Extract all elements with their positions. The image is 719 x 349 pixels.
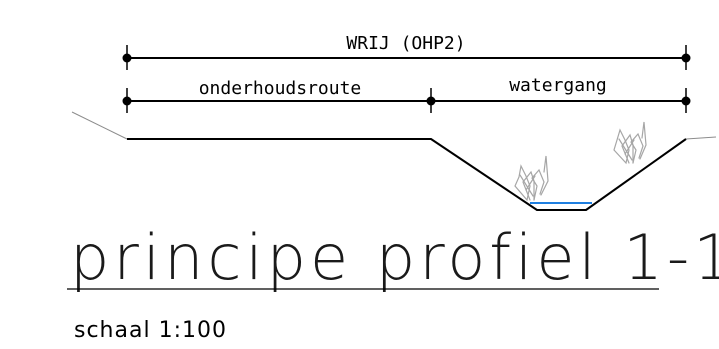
sub-dimensions: onderhoudsroute watergang: [122, 75, 691, 113]
dimension-endpoint: [122, 96, 132, 106]
vegetation-left: [514, 155, 549, 202]
overall-dimension: WRIJ (OHP2): [122, 33, 691, 70]
drawing-title: principe profiel 1-1: [70, 221, 719, 294]
left-dimension-label: onderhoudsroute: [199, 78, 362, 99]
dimension-endpoint: [122, 53, 132, 63]
ground-extension-left: [71, 111, 128, 140]
ground-line: [127, 138, 687, 211]
overall-dimension-label: WRIJ (OHP2): [346, 33, 465, 54]
scale-label: schaal 1:100: [74, 318, 227, 343]
ground-profile: [71, 111, 717, 211]
dimension-endpoint: [426, 96, 436, 106]
ground-extension-right: [685, 136, 717, 140]
vegetation-right: [613, 121, 647, 165]
dimension-endpoint: [681, 53, 691, 63]
right-dimension-label: watergang: [509, 75, 607, 96]
dimension-endpoint: [681, 96, 691, 106]
